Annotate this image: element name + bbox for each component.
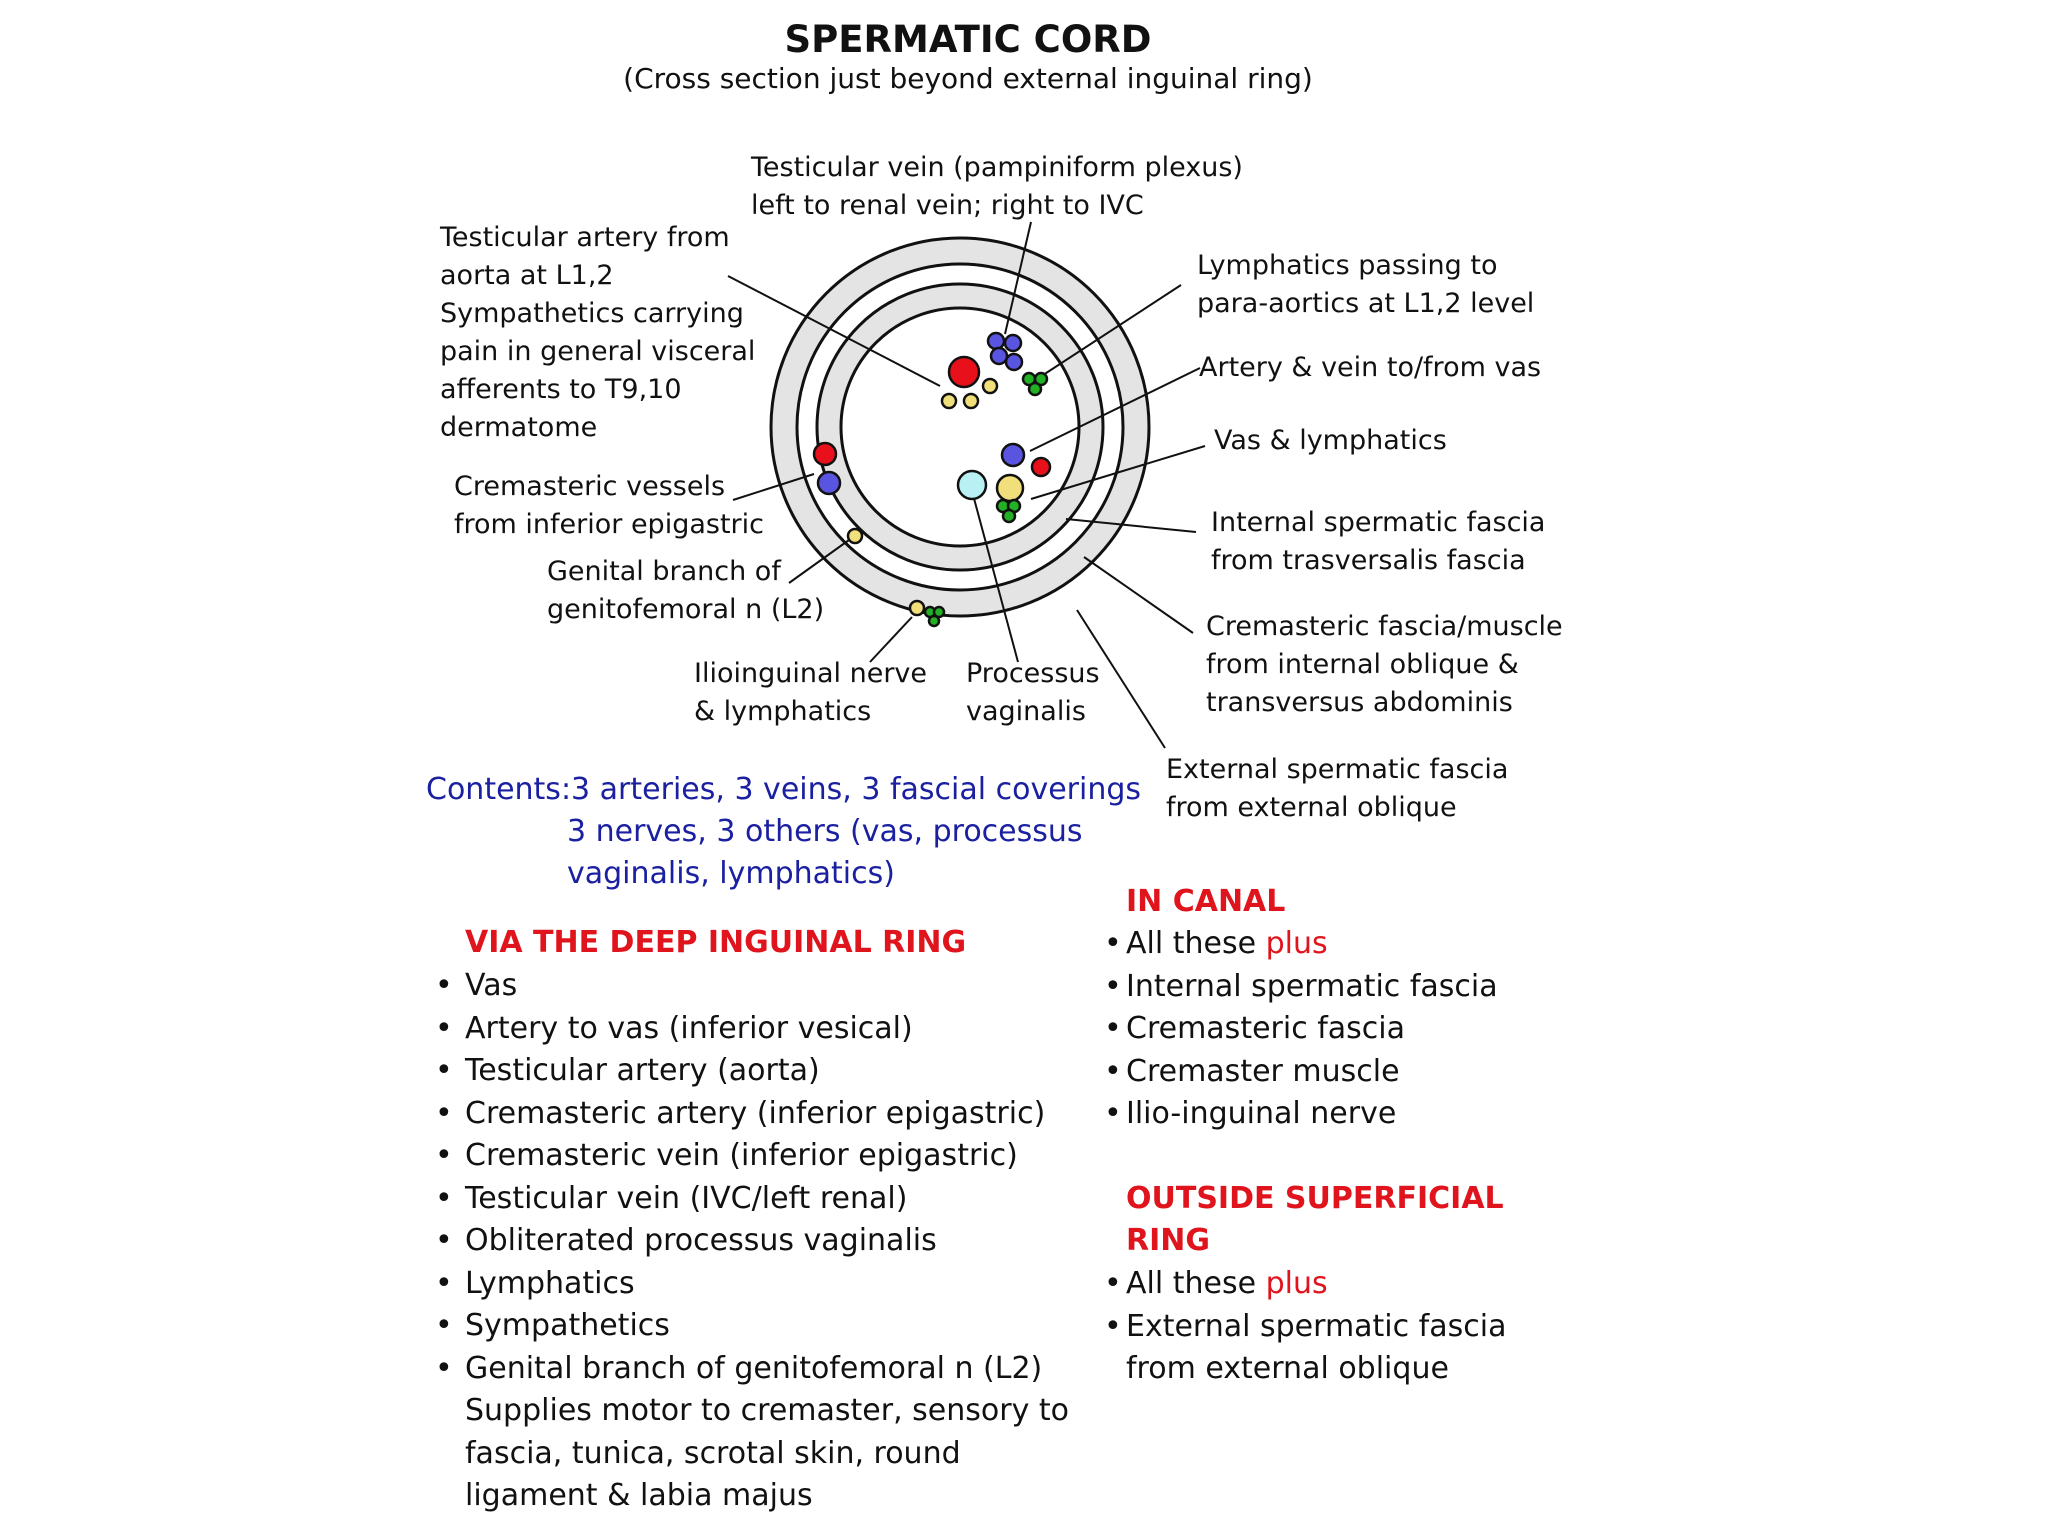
leader-genital-branch	[788, 539, 850, 584]
label-artery-vein-vas: Artery & vein to/from vas	[1199, 352, 1542, 383]
ilioinguinal-lymphatic	[927, 614, 941, 628]
label-cremasteric-vessels: Cremasteric vessels from inferior epigas…	[454, 471, 764, 540]
page-subtitle: (Cross section just beyond external ingu…	[623, 62, 1313, 95]
cremasteric-artery	[812, 441, 838, 467]
list-item: •All these plus	[1104, 1266, 1328, 1301]
list-item: •External spermatic fascia	[1104, 1308, 1507, 1344]
sympathetic-nerve	[981, 377, 999, 395]
list-note: from external oblique	[1126, 1351, 1449, 1386]
leader-ilioinguinal	[869, 616, 913, 663]
label-testicular-vein: Testicular vein (pampiniform plexus) lef…	[751, 152, 1243, 221]
leader-testicular-artery	[727, 275, 941, 387]
leader-vas-lymphatics	[1030, 445, 1206, 500]
label-testicular-artery: Testicular artery from aorta at L1,2 Sym…	[440, 222, 756, 443]
leader-lymphatics	[1036, 284, 1182, 380]
leader-cremasteric-fascia	[1083, 556, 1194, 634]
label-internal-fascia: Internal spermatic fascia from trasversa…	[1211, 507, 1546, 576]
testicular-vein-vessel	[1003, 333, 1023, 353]
sympathetic-nerve	[940, 392, 958, 410]
testicular-artery-vessel	[947, 355, 981, 389]
list-note: ligament & labia majus	[465, 1478, 813, 1513]
list-item: •Artery to vas (inferior vesical)	[435, 1010, 913, 1046]
label-ilioinguinal: Ilioinguinal nerve & lymphatics	[694, 658, 928, 727]
lymphatic-vessel	[1027, 381, 1043, 397]
leader-processus	[971, 490, 1019, 663]
processus-vaginalis	[956, 469, 988, 501]
cremasteric-vein	[816, 470, 842, 496]
vein-to-vas	[1000, 442, 1026, 468]
list-item: •Genital branch of genitofemoral n (L2)	[435, 1350, 1043, 1386]
page-title: SPERMATIC CORD	[784, 18, 1152, 61]
label-lymphatics: Lymphatics passing to para-aortics at L1…	[1197, 250, 1535, 319]
list-note: Supplies motor to cremaster, sensory to	[465, 1393, 1069, 1428]
list-item: •Vas	[435, 968, 518, 1003]
leader-artery-vein-vas	[1029, 367, 1201, 452]
testicular-vein-vessel	[986, 331, 1006, 351]
outside-ring-list: •All these plus •External spermatic fasc…	[1104, 1263, 1506, 1391]
deep-ring-heading: VIA THE DEEP INGUINAL RING	[465, 925, 967, 960]
vas-lymphatic	[1001, 508, 1017, 524]
label-cremasteric-fascia: Cremasteric fascia/muscle from internal …	[1206, 611, 1563, 718]
leader-testicular-vein	[1004, 221, 1032, 335]
ilioinguinal-nerve	[908, 599, 926, 617]
leader-external-fascia	[1076, 609, 1166, 749]
deep-ring-list: •Vas •Artery to vas (inferior vesical) •…	[435, 965, 1069, 1518]
leader-cremasteric-vessels	[732, 473, 815, 501]
list-item: •Ilio-inguinal nerve	[1104, 1096, 1397, 1131]
cord-interior	[839, 306, 1081, 548]
label-processus: Processus vaginalis	[966, 658, 1100, 727]
list-item: •Testicular artery (aorta)	[435, 1053, 820, 1088]
in-canal-heading: IN CANAL	[1126, 884, 1286, 919]
list-item: •Lymphatics	[435, 1265, 635, 1301]
vas-deferens	[995, 473, 1025, 503]
genital-branch-nerve	[846, 527, 864, 545]
ilioinguinal-lymphatic	[932, 605, 946, 619]
testicular-vein-vessel	[1004, 352, 1024, 372]
list-item: •Cremaster muscle	[1104, 1053, 1400, 1089]
list-item: •Cremasteric fascia	[1104, 1011, 1406, 1046]
list-item: •Obliterated processus vaginalis	[435, 1223, 937, 1258]
sympathetic-nerve	[962, 392, 980, 410]
label-vas-lymphatics: Vas & lymphatics	[1214, 425, 1447, 456]
list-item: •All these plus	[1104, 926, 1328, 961]
testicular-vein-vessel	[989, 346, 1009, 366]
contents-summary: Contents:3 arteries, 3 veins, 3 fascial …	[426, 772, 1142, 891]
list-item: •Cremasteric artery (inferior epigastric…	[435, 1095, 1046, 1131]
leader-internal-fascia	[1065, 518, 1197, 533]
list-item: •Internal spermatic fascia	[1104, 968, 1498, 1004]
list-item: •Testicular vein (IVC/left renal)	[435, 1180, 908, 1216]
list-item: •Cremasteric vein (inferior epigastric)	[435, 1138, 1018, 1173]
label-genital-branch: Genital branch of genitofemoral n (L2)	[547, 556, 825, 625]
list-item: •Sympathetics	[435, 1308, 670, 1343]
outside-ring-heading: OUTSIDE SUPERFICIAL RING	[1126, 1181, 1504, 1258]
artery-to-vas	[1030, 456, 1052, 478]
in-canal-list: •All these plus •Internal spermatic fasc…	[1104, 923, 1498, 1136]
label-external-fascia: External spermatic fascia from external …	[1166, 754, 1509, 823]
list-note: fascia, tunica, scrotal skin, round	[465, 1435, 961, 1471]
